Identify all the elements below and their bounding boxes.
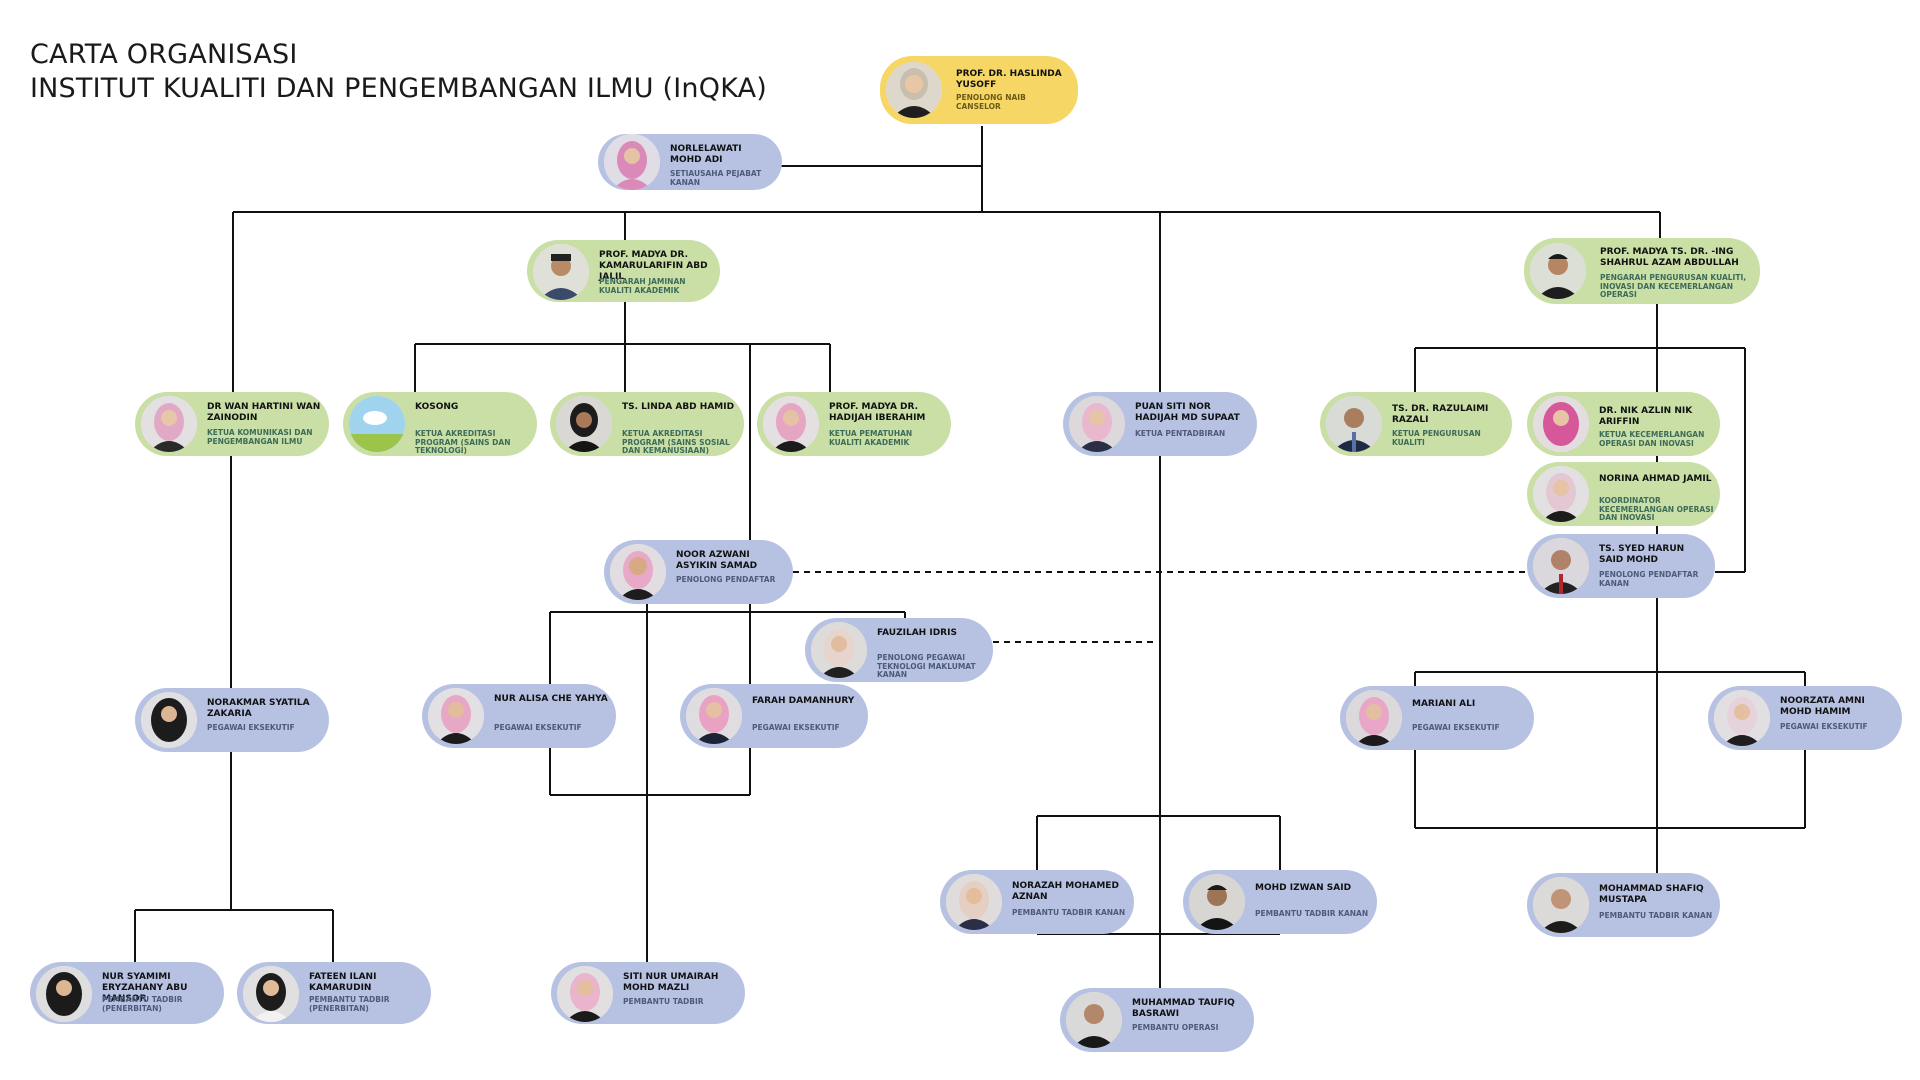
avatar [1533,396,1589,452]
node-kosong: KOSONG KETUA AKREDITASI PROGRAM (SAINS D… [343,392,537,456]
node-umairah: SITI NUR UMAIRAH MOHD MAZLI PEMBANTU TAD… [551,962,745,1024]
avatar [1069,396,1125,452]
avatar [243,966,299,1022]
node-noorzata: NOORZATA AMNI MOHD HAMIM PEGAWAI EKSEKUT… [1708,686,1902,750]
avatar [610,544,666,600]
avatar [141,692,197,748]
node-nikazlin: DR. NIK AZLIN NIK ARIFFIN KETUA KECEMERL… [1527,392,1720,456]
avatar [1714,690,1770,746]
avatar [36,966,92,1022]
avatar [556,396,612,452]
avatar [1066,992,1122,1048]
node-syamimi: NUR SYAMIMI ERYZAHANY ABU MANSOR PEMBANT… [30,962,224,1024]
node-nuralisa: NUR ALISA CHE YAHYA PEGAWAI EKSEKUTIF [422,684,616,748]
node-shafiq: MOHAMMAD SHAFIQ MUSTAPA PEMBANTU TADBIR … [1527,873,1720,937]
node-hadijah-iberahim: PROF. MADYA DR. HADIJAH IBERAHIM KETUA P… [757,392,951,456]
avatar [141,396,197,452]
node-shahrul: PROF. MADYA TS. DR. -ING SHAHRUL AZAM AB… [1524,238,1760,304]
node-syedharun: TS. SYED HARUN SAID MOHD PENOLONG PENDAF… [1527,534,1715,598]
node-haslinda: PROF. DR. HASLINDA YUSOFF PENOLONG NAIB … [880,56,1078,124]
avatar [1533,466,1589,522]
avatar [1326,396,1382,452]
avatar [1530,243,1586,299]
node-fauzilah: FAUZILAH IDRIS PENOLONG PEGAWAI TEKNOLOG… [805,618,993,682]
node-sitinor: PUAN SITI NOR HADIJAH MD SUPAAT KETUA PE… [1063,392,1257,456]
avatar [428,688,484,744]
node-razulaimi: TS. DR. RAZULAIMI RAZALI KETUA PENGURUSA… [1320,392,1512,456]
node-norlelawati: NORLELAWATI MOHD ADI SETIAUSAHA PEJABAT … [598,134,782,190]
node-wanhartini: DR WAN HARTINI WAN ZAINODIN KETUA KOMUNI… [135,392,329,456]
node-norazah: NORAZAH MOHAMED AZNAN PEMBANTU TADBIR KA… [940,870,1134,934]
avatar [1346,690,1402,746]
node-linda: TS. LINDA ABD HAMID KETUA AKREDITASI PRO… [550,392,744,456]
node-kamarularifin: PROF. MADYA DR. KAMARULARIFIN ABD JALIL … [527,240,720,302]
avatar [557,966,613,1022]
node-norina: NORINA AHMAD JAMIL KOORDINATOR KECEMERLA… [1527,462,1720,526]
chart-title: CARTA ORGANISASI INSTITUT KUALITI DAN PE… [30,38,767,106]
avatar [604,134,660,190]
node-farah: FARAH DAMANHURY PEGAWAI EKSEKUTIF [680,684,868,748]
avatar [686,688,742,744]
avatar [946,874,1002,930]
avatar [811,622,867,678]
avatar [1533,538,1589,594]
node-norakmar: NORAKMAR SYATILA ZAKARIA PEGAWAI EKSEKUT… [135,688,329,752]
chart-title-line-2: INSTITUT KUALITI DAN PENGEMBANGAN ILMU (… [30,73,768,104]
avatar [886,62,942,118]
avatar [1189,874,1245,930]
placeholder-landscape-icon [349,396,405,452]
node-izwan: MOHD IZWAN SAID PEMBANTU TADBIR KANAN [1183,870,1377,934]
node-fateen: FATEEN ILANI KAMARUDIN PEMBANTU TADBIR (… [237,962,431,1024]
node-noorazwani: NOOR AZWANI ASYIKIN SAMAD PENOLONG PENDA… [604,540,793,604]
avatar [1533,877,1589,933]
chart-title-line-1: CARTA ORGANISASI [30,39,298,70]
node-mariani: MARIANI ALI PEGAWAI EKSEKUTIF [1340,686,1534,750]
avatar [763,396,819,452]
node-taufiq: MUHAMMAD TAUFIQ BASRAWI PEMBANTU OPERASI [1060,988,1254,1052]
avatar [533,244,589,300]
